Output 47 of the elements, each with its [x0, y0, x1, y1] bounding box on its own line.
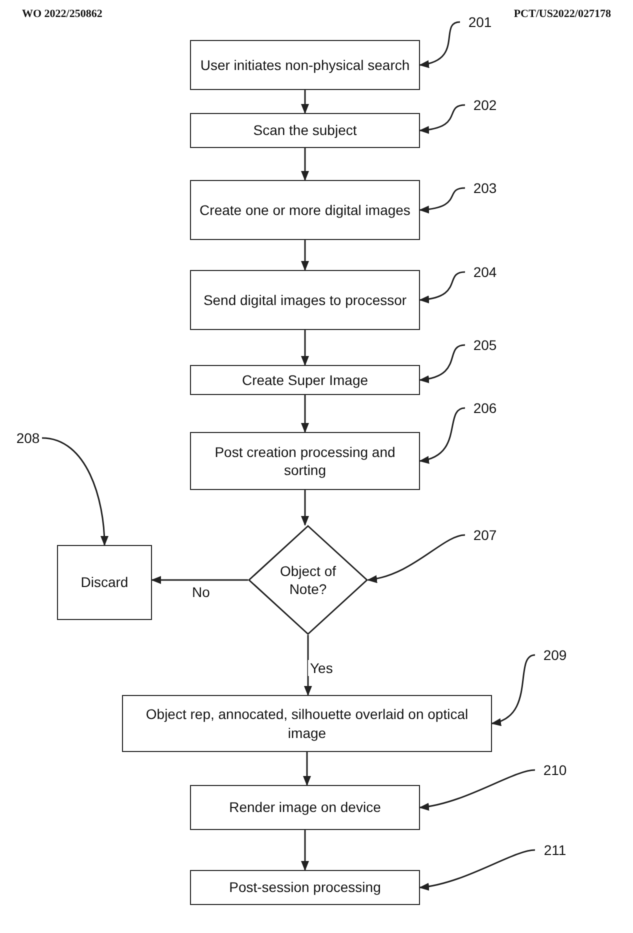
- process-box: Create one or more digital images: [190, 180, 420, 240]
- callout-number: 209: [535, 645, 575, 665]
- arrow: [151, 576, 248, 584]
- leader-line: [367, 534, 466, 582]
- leader-line: [419, 407, 466, 463]
- process-box: Scan the subject: [190, 113, 420, 148]
- arrow: [301, 490, 309, 526]
- process-box: User initiates non-physical search: [190, 40, 420, 90]
- callout-number: 206: [465, 398, 505, 418]
- process-box: Post-session processing: [190, 870, 420, 905]
- leader-line: [419, 271, 466, 303]
- leader-line: [419, 187, 466, 214]
- process-box: Render image on device: [190, 785, 420, 830]
- callout-number: 205: [465, 335, 505, 355]
- edge-label: Yes: [308, 660, 335, 676]
- process-box: Discard: [57, 545, 152, 620]
- callout-number: 203: [465, 178, 505, 198]
- callout-number: 201: [460, 12, 500, 32]
- document-number: PCT/US2022/027178: [514, 8, 611, 20]
- process-box: Post creation processing and sorting: [190, 432, 420, 490]
- arrow: [301, 395, 309, 433]
- arrow: [301, 148, 309, 181]
- process-box: Create Super Image: [190, 365, 420, 395]
- leader-line: [419, 344, 466, 383]
- callout-number: 202: [465, 95, 505, 115]
- callout-number: 208: [8, 428, 48, 448]
- callout-number: 211: [535, 840, 575, 860]
- edge-label: No: [190, 584, 212, 600]
- arrow: [301, 240, 309, 271]
- arrow: [303, 752, 311, 786]
- arrow: [301, 330, 309, 366]
- leader-line: [419, 21, 460, 68]
- arrow: [304, 635, 312, 696]
- callout-number: 207: [465, 525, 505, 545]
- process-box: Object rep, annocated, silhouette overlaid on optical image: [122, 695, 492, 752]
- document-number: WO 2022/250862: [22, 8, 102, 20]
- arrow: [301, 830, 309, 871]
- leader-line: [491, 654, 536, 725]
- leader-line: [42, 437, 108, 546]
- arrow: [301, 90, 309, 114]
- leader-line: [419, 769, 536, 810]
- callout-number: 204: [465, 262, 505, 282]
- decision-diamond: Object of Note?: [248, 525, 368, 635]
- callout-number: 210: [535, 760, 575, 780]
- leader-line: [419, 104, 466, 134]
- process-box: Send digital images to processor: [190, 270, 420, 330]
- leader-line: [419, 849, 536, 890]
